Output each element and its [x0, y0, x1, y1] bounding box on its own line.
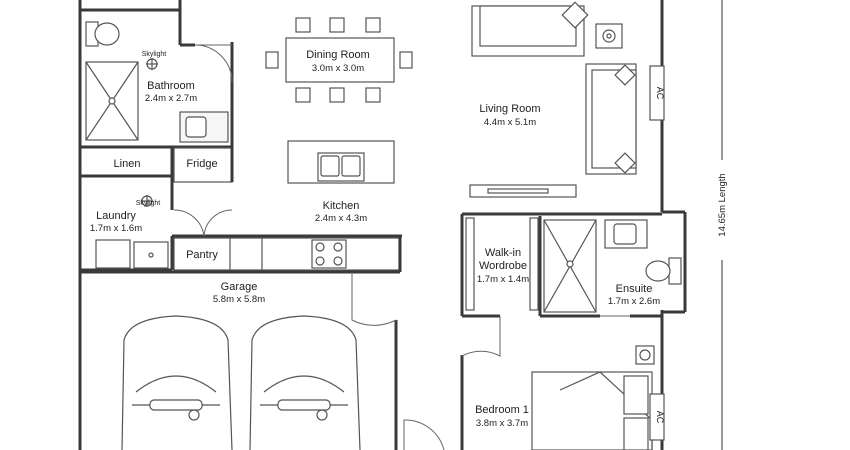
fridge-label: Fridge [186, 158, 217, 170]
laundry-fixtures [95, 195, 169, 269]
ac-label-bedroom: AC [655, 411, 665, 424]
dining-room-size: 3.0m x 3.0m [312, 63, 364, 74]
bedside-lamp [635, 345, 655, 365]
bathroom-walls [80, 10, 234, 149]
bathroom-label: Bathroom [147, 80, 195, 92]
sink [317, 152, 365, 182]
bathroom-fixtures [85, 21, 229, 143]
cooktop [311, 239, 347, 269]
bed [531, 345, 665, 450]
ensuite-vanity [604, 219, 648, 249]
kitchen-island [287, 140, 395, 184]
ac-label-living: AC [655, 87, 665, 100]
doors [173, 44, 630, 450]
living-room-label: Living Room [479, 103, 540, 115]
laundry-tub [95, 239, 131, 269]
bedroom1-size: 3.8m x 3.7m [476, 418, 528, 429]
pantry-label: Pantry [186, 249, 218, 261]
laundry-walls [80, 234, 402, 272]
linen-fridge-walls [80, 147, 234, 210]
car-right [249, 315, 361, 450]
ac-unit-bedroom [649, 393, 665, 441]
living-room-size: 4.4m x 5.1m [484, 117, 536, 128]
car-left [121, 315, 233, 450]
ensuite-label: Ensuite [616, 283, 653, 295]
living-furniture [469, 1, 665, 198]
laundry-size: 1.7m x 1.6m [90, 223, 142, 234]
ensuite-size: 1.7m x 2.6m [608, 296, 660, 307]
bathroom-size: 2.4m x 2.7m [145, 93, 197, 104]
ac-unit [649, 65, 665, 121]
top-left-storage [80, 0, 182, 12]
ensuite-fixtures [543, 219, 682, 313]
bedroom1-label: Bedroom 1 [475, 404, 529, 416]
overall-length-label: 14.65m Length [717, 173, 728, 236]
skylight-label-bathroom: Skylight [142, 51, 167, 58]
wardrobe-rail [465, 217, 539, 311]
linen-label: Linen [114, 158, 141, 170]
walkin-label-line1: Walk-in [485, 247, 521, 259]
bedroom-wing-walls [460, 212, 662, 450]
garage-size: 5.8m x 5.8m [213, 294, 265, 305]
kitchen-size: 2.4m x 4.3m [315, 213, 367, 224]
skylight-label-laundry: Skylight [136, 200, 161, 207]
outer-walls [78, 0, 687, 450]
laundry-label: Laundry [96, 210, 136, 222]
dining-room-label: Dining Room [306, 49, 370, 61]
garage-label: Garage [221, 281, 258, 293]
kitchen-bench [80, 236, 402, 274]
side-table [595, 23, 623, 49]
walkin-size: 1.7m x 1.4m [477, 274, 529, 285]
dining-table [265, 17, 413, 103]
toilet [94, 22, 120, 46]
walkin-label-line2: Wordrobe [479, 260, 527, 272]
kitchen-label: Kitchen [323, 200, 360, 212]
